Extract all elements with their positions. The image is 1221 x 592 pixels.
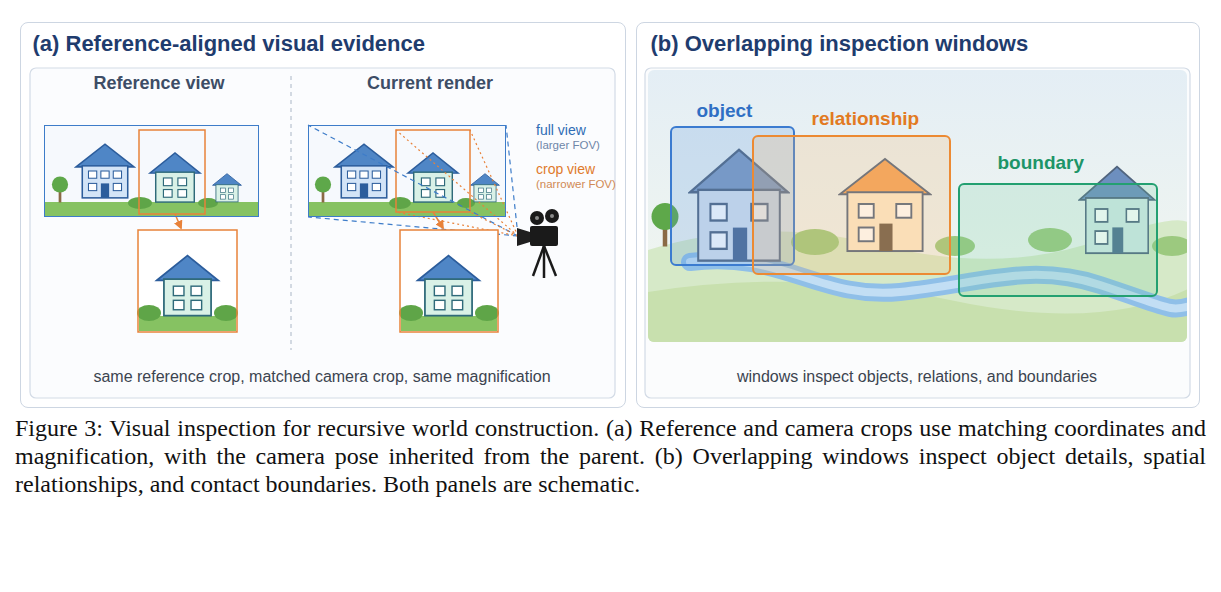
zoom-arrow [433,212,443,228]
house [157,256,218,316]
window-label: boundary [998,152,1085,175]
image-frame: Current render [308,125,506,217]
camera-icon [517,209,559,278]
scene-sky [44,125,259,217]
tree [315,176,331,202]
zoom-background [400,230,498,332]
camera-reel [530,211,544,225]
view-heading: Current render [330,73,530,95]
crop-fov-line [396,130,518,236]
view-heading: Reference view [59,73,259,95]
figure-caption: Figure 3: Visual inspection for recursiv… [15,414,1206,498]
house [408,153,458,202]
bush [128,197,152,209]
bush [389,197,411,209]
window-label: relationship [812,108,920,131]
panel-box: (a) Reference-aligned visual evidence sam… [20,22,626,408]
bush [137,305,161,321]
inspection-window: boundary [958,183,1158,297]
bush [399,305,423,321]
bush [475,305,499,321]
panel-note: same reference crop, matched camera crop… [30,367,615,386]
tripod-leg [533,246,544,276]
bush [198,198,218,208]
tree [52,176,68,202]
divider-line [290,76,291,350]
window-label: object [697,100,753,123]
zoom-box [400,230,498,332]
house [76,144,134,198]
inner-frame [645,68,1190,398]
house [335,144,393,198]
camera-body [530,226,558,246]
fov-label: (larger FOV) [536,139,600,153]
fov-label: (narrower FOV) [536,178,616,192]
panel-title: (b) Overlapping inspection windows [651,31,1029,57]
fov-line [308,125,518,236]
crop-box [139,130,205,214]
panel-box: (b) Overlapping inspection windows window… [636,22,1200,408]
panel-title: (a) Reference-aligned visual evidence [33,31,426,57]
camera-lens [517,228,530,246]
bush [457,198,475,208]
crop-box [396,130,470,212]
panel-background [636,22,1200,408]
image-frame: Reference view [44,125,259,217]
zoom-background [138,230,237,332]
tripod-leg [544,246,556,276]
house [150,153,200,202]
inspection-window: relationship [752,135,951,275]
fov-label: full view [536,122,586,139]
landscape-scene [648,70,1187,342]
crop-fov-line [470,130,518,236]
fov-line [506,125,518,236]
panel-background [20,22,626,408]
reel-hub [535,216,539,220]
camera-reel [545,209,559,223]
inner-frame [30,68,615,398]
zoom-box [138,230,237,332]
house [418,256,479,316]
panel-note: windows inspect objects, relations, and … [645,367,1190,386]
bush [214,305,238,321]
house [471,174,500,202]
reel-hub [550,214,554,218]
house [213,174,242,202]
fov-label: crop view [536,161,595,178]
scene-sky [308,125,506,217]
